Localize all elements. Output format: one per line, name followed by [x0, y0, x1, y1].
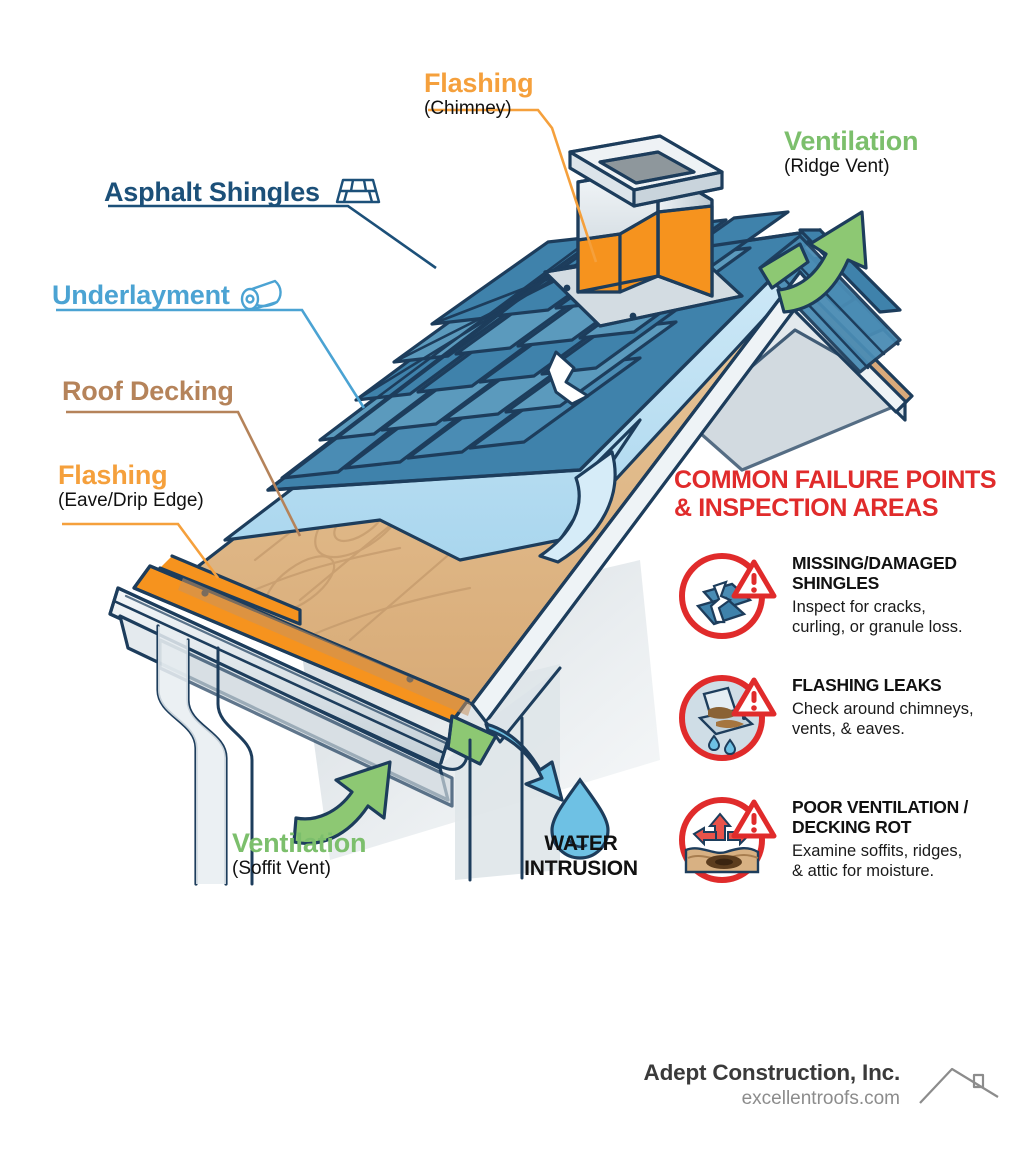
failure-desc-line1: Check around chimneys,	[792, 699, 974, 718]
callout-sublabel: (Soffit Vent)	[232, 858, 331, 879]
callout-label: WATER	[544, 832, 618, 855]
warning-triangle-icon	[731, 799, 777, 839]
callout-flashing-eave: Flashing (Eave/Drip Edge)	[58, 462, 204, 512]
callout-label: Ventilation	[784, 126, 919, 156]
callout-label: Underlayment	[52, 279, 230, 310]
failure-desc: Examine soffits, ridges, & attic for moi…	[792, 841, 968, 881]
failure-text: POOR VENTILATION / DECKING ROT Examine s…	[792, 788, 968, 881]
failure-title: FLASHING LEAKS	[792, 675, 974, 696]
company-website: excellentroofs.com	[741, 1088, 900, 1109]
failure-title: POOR VENTILATION / DECKING ROT	[792, 797, 969, 838]
water-intrusion-arrow-icon	[484, 722, 564, 802]
callout-sublabel: (Eave/Drip Edge)	[58, 490, 204, 511]
callout-asphalt-shingles: Asphalt Shingles	[104, 176, 381, 208]
cracked-shingle-icon	[674, 544, 778, 644]
ridge-vent-arrow-icon	[776, 210, 868, 314]
failure-text: MISSING/DAMAGED SHINGLES Inspect for cra…	[792, 544, 963, 637]
failure-desc: Check around chimneys, vents, & eaves.	[792, 699, 974, 739]
callout-ventilation-soffit: Ventilation (Soffit Vent)	[232, 828, 367, 880]
failure-desc-line1: Inspect for cracks,	[792, 597, 926, 616]
soffit-vent-arrow-icon	[292, 760, 392, 846]
failure-desc-line1: Examine soffits, ridges,	[792, 841, 963, 860]
company-name: Adept Construction, Inc.	[643, 1060, 901, 1085]
leader-chimney	[428, 108, 598, 263]
callout-label: Roof Decking	[62, 376, 234, 406]
failure-title-line2: SHINGLES	[792, 572, 880, 593]
failure-desc: Inspect for cracks, curling, or granule …	[792, 597, 963, 637]
leader-decking	[66, 410, 302, 537]
callout-water-intrusion: WATER INTRUSION	[521, 832, 641, 882]
callout-roof-decking: Roof Decking	[62, 378, 234, 405]
callout-sublabel: (Ridge Vent)	[784, 156, 890, 177]
roll-icon	[240, 279, 282, 311]
failure-item: MISSING/DAMAGED SHINGLES Inspect for cra…	[674, 544, 1014, 644]
leader-underlayment	[56, 308, 366, 409]
failure-item: FLASHING LEAKS Check around chimneys, ve…	[674, 666, 1014, 766]
callout-label-2: INTRUSION	[524, 856, 638, 880]
panel-heading-line2: & INSPECTION AREAS	[674, 494, 939, 522]
leaking-flashing-icon	[674, 666, 778, 766]
failure-points-panel: COMMON FAILURE POINTS & INSPECTION AREAS	[674, 466, 1014, 888]
failure-title-line1: POOR VENTILATION /	[792, 797, 969, 817]
callout-flashing-chimney: Flashing (Chimney)	[424, 68, 534, 120]
failure-text: FLASHING LEAKS Check around chimneys, ve…	[792, 666, 974, 739]
callout-label: Flashing	[58, 460, 168, 490]
failure-desc-line2: vents, & eaves.	[792, 720, 905, 739]
failure-item: POOR VENTILATION / DECKING ROT Examine s…	[674, 788, 1014, 888]
failure-title-line1: FLASHING LEAKS	[792, 675, 942, 695]
callout-label: Asphalt Shingles	[104, 176, 320, 207]
warning-triangle-icon	[731, 677, 777, 717]
panel-heading: COMMON FAILURE POINTS & INSPECTION AREAS	[674, 466, 1014, 522]
warning-triangle-icon	[731, 559, 777, 599]
callout-ventilation-ridge: Ventilation (Ridge Vent)	[784, 126, 919, 178]
leader-shingles	[108, 204, 437, 270]
callout-sublabel: (Chimney)	[424, 98, 512, 119]
water-drop-icon	[550, 777, 610, 860]
leader-eave	[62, 522, 220, 579]
panel-heading-line1: COMMON FAILURE POINTS	[674, 466, 997, 494]
airflow-rot-icon	[674, 788, 778, 888]
failure-desc-line2: curling, or granule loss.	[792, 618, 963, 636]
roofline-logo	[919, 1067, 999, 1104]
failure-title-line1: MISSING/DAMAGED	[792, 553, 957, 573]
callout-label: Ventilation	[232, 828, 367, 858]
shingle-stack-icon	[335, 178, 381, 204]
footer-branding: Adept Construction, Inc. excellentroofs.…	[644, 1060, 1002, 1110]
failure-title: MISSING/DAMAGED SHINGLES	[792, 553, 963, 594]
failure-desc-line2: & attic for moisture.	[792, 862, 935, 880]
callout-underlayment: Underlayment	[52, 278, 287, 312]
callout-label: Flashing	[424, 68, 534, 98]
failure-title-line2: DECKING ROT	[792, 816, 912, 837]
